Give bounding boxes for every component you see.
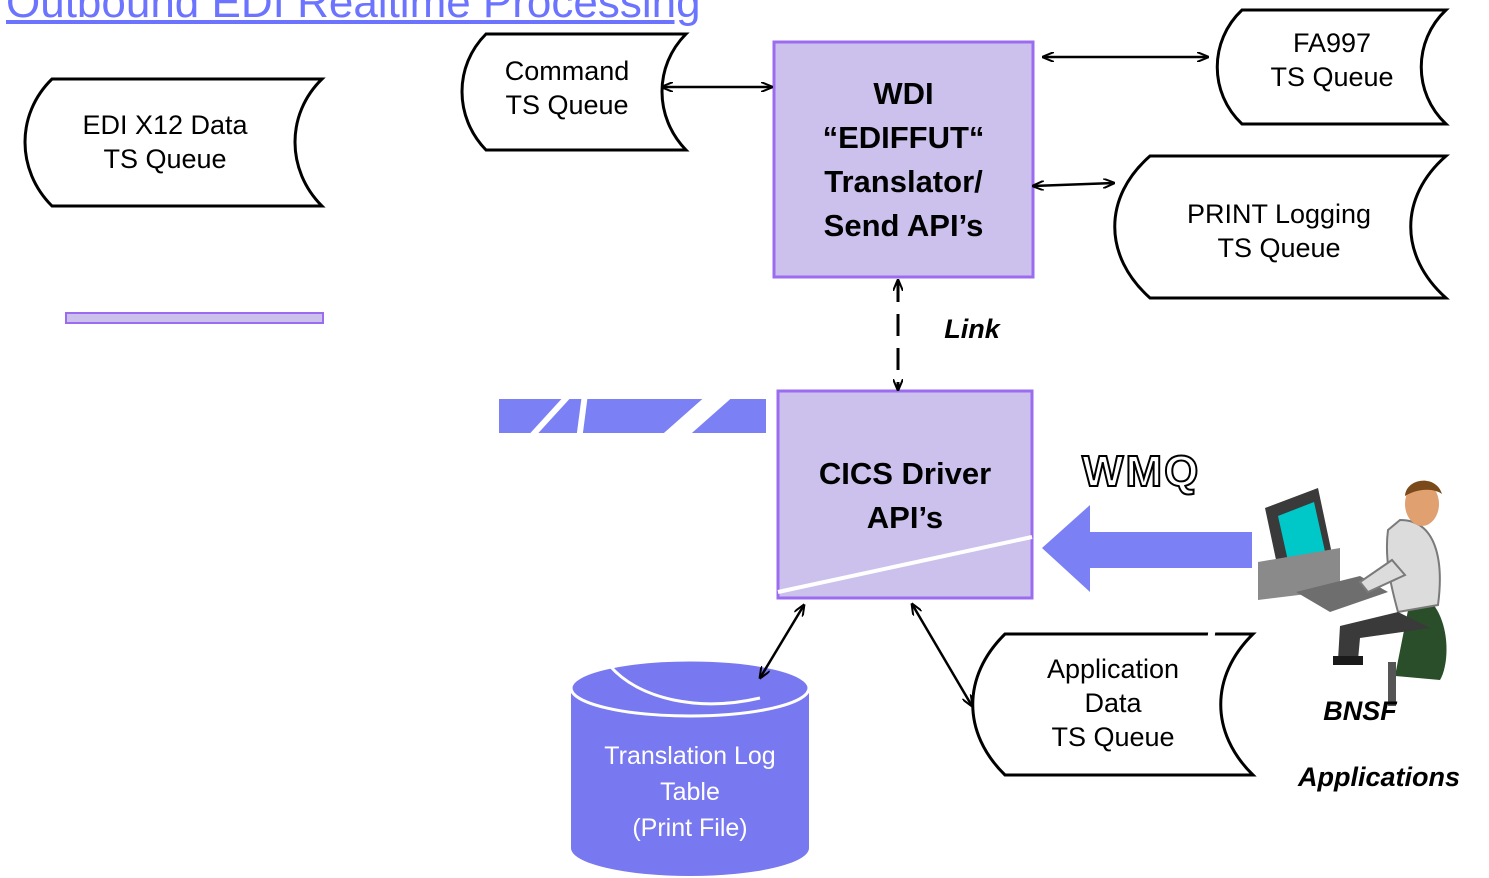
- edi-x12-line-2: TS Queue: [103, 144, 227, 174]
- command-line-2: TS Queue: [505, 90, 629, 120]
- wdi-line-4: Send API’s: [823, 208, 984, 243]
- link-label: Link: [944, 314, 1000, 344]
- band-slash-1: [524, 394, 574, 440]
- edi-bar: [65, 312, 324, 324]
- wdi-to-print-arrow: [1033, 183, 1114, 186]
- print-logging-line-1: PRINT Logging: [1186, 199, 1372, 229]
- applications-label: Applications: [1297, 762, 1460, 792]
- command-queue-label: Command TS Queue: [472, 54, 662, 122]
- fa997-line-2: TS Queue: [1270, 62, 1394, 92]
- band-slash-2: [576, 394, 588, 440]
- cics-to-db-arrow: [760, 605, 804, 678]
- edi-x12-queue-shape: [23, 77, 326, 208]
- print-logging-queue-shape: [1113, 154, 1450, 300]
- bnsf-label: BNSF: [1323, 696, 1397, 726]
- db-line-3: (Print File): [632, 814, 748, 842]
- band-slash-3: [656, 394, 736, 440]
- wdi-line-1: WDI: [873, 76, 934, 111]
- db-line-2: Table: [660, 778, 720, 806]
- translation-log-label: Translation Log Table (Print File): [571, 738, 809, 846]
- edi-x12-queue-label: EDI X12 Data TS Queue: [30, 108, 300, 176]
- cics-line-2: API’s: [866, 500, 944, 535]
- wmq-arrow-gap: [1049, 495, 1103, 522]
- application-gap: [1194, 629, 1216, 741]
- fa997-queue-label: FA997 TS Queue: [1232, 26, 1432, 94]
- cics-slash: [777, 535, 1033, 594]
- wdi-line-2: “EDIFFUT“: [822, 120, 985, 155]
- wmq-label: WMQ: [1081, 446, 1201, 497]
- print-logging-queue-label: PRINT Logging TS Queue: [1140, 197, 1418, 265]
- application-line-2: Data: [1084, 688, 1142, 718]
- application-line-3: TS Queue: [1051, 722, 1175, 752]
- fa997-queue-shape: [1215, 8, 1450, 126]
- translation-log-db: [569, 658, 811, 876]
- cics-box-label: CICS Driver API’s: [778, 452, 1032, 540]
- application-data-queue-shape: [971, 632, 1257, 777]
- wdi-box-label: WDI “EDIFFUT“ Translator/ Send API’s: [774, 72, 1033, 248]
- bnsf-user-icon: [1258, 480, 1447, 706]
- wdi-box: [772, 40, 1035, 279]
- application-data-queue-label: Application Data TS Queue: [990, 652, 1236, 754]
- command-line-1: Command: [504, 56, 630, 86]
- cics-to-application-arrow: [912, 604, 972, 706]
- wdi-line-3: Translator/: [824, 164, 983, 199]
- fa997-line-1: FA997: [1292, 28, 1372, 58]
- command-queue-shape: [460, 32, 690, 152]
- print-logging-line-2: TS Queue: [1217, 233, 1341, 263]
- page-title: Outbound EDI Realtime Processing: [6, 0, 701, 27]
- application-line-1: Application: [1046, 654, 1180, 684]
- cics-line-1: CICS Driver: [818, 456, 992, 491]
- edi-x12-line-1: EDI X12 Data: [82, 110, 248, 140]
- wmq-arrow: [1042, 505, 1252, 592]
- db-line-1: Translation Log: [604, 742, 776, 770]
